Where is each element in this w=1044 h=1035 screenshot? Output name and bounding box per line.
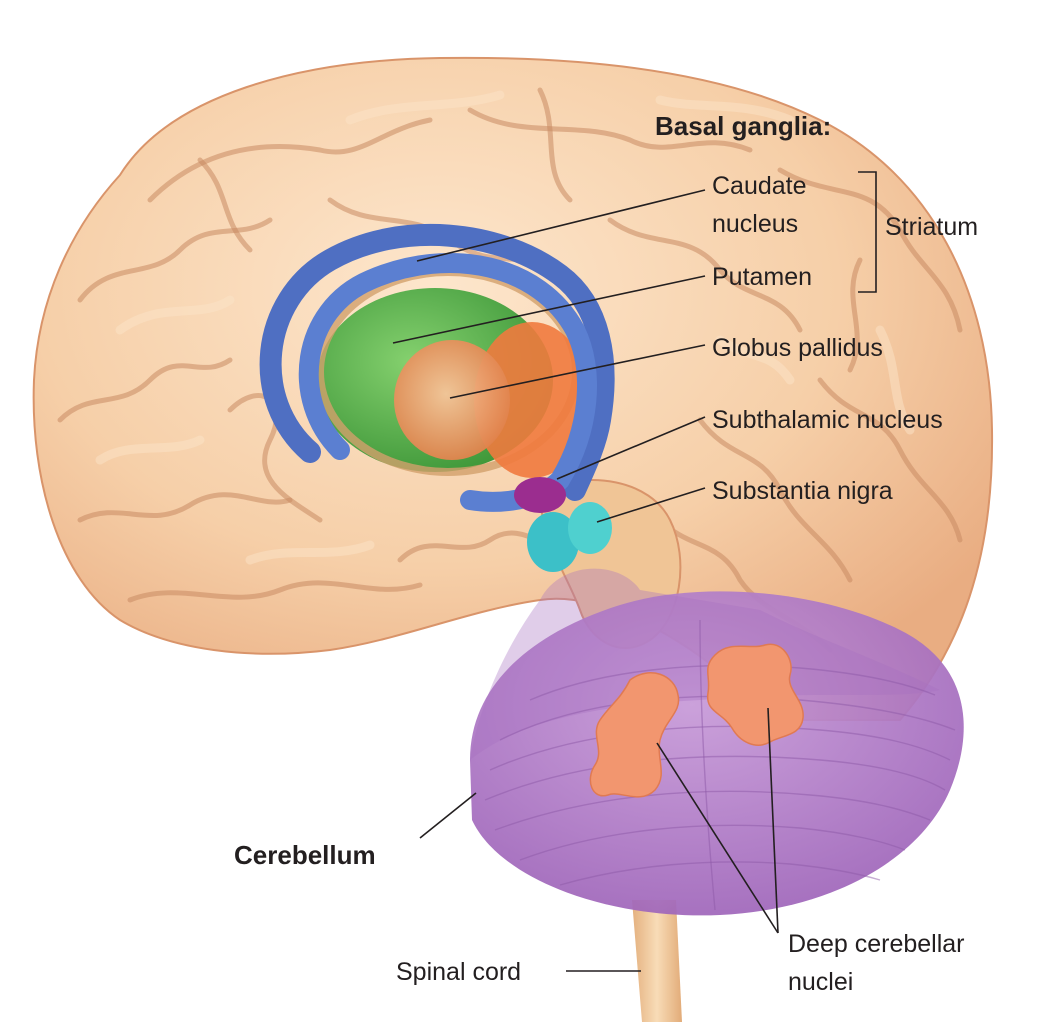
label-deep-cerebellar-line1: Deep cerebellar bbox=[788, 930, 965, 958]
leader-putamen bbox=[392, 275, 706, 344]
label-substantia-nigra: Substantia nigra bbox=[712, 477, 893, 505]
label-caudate-line2: nucleus bbox=[712, 210, 798, 238]
label-striatum: Striatum bbox=[885, 213, 978, 241]
leader-deep-left bbox=[656, 742, 779, 934]
subthalamic-nucleus-shape bbox=[514, 477, 566, 513]
title-basal-ganglia: Basal ganglia: bbox=[655, 111, 831, 141]
label-subthalamic-nucleus: Subthalamic nucleus bbox=[712, 406, 943, 434]
label-deep-cerebellar-line2: nuclei bbox=[788, 968, 853, 996]
basal-ganglia bbox=[259, 223, 615, 572]
deep-nucleus-left bbox=[589, 672, 680, 798]
label-cerebellum: Cerebellum bbox=[234, 840, 376, 870]
leader-caudate bbox=[416, 189, 706, 262]
leader-subthalamic bbox=[556, 416, 706, 480]
label-putamen: Putamen bbox=[712, 263, 812, 291]
label-spinal-cord: Spinal cord bbox=[396, 958, 521, 986]
globus-pallidus-shape bbox=[474, 322, 590, 478]
cerebellum-tentorium bbox=[470, 568, 940, 760]
leader-lines bbox=[392, 171, 877, 972]
caudate-nucleus-outer bbox=[259, 223, 615, 501]
label-caudate-line1: Caudate bbox=[712, 172, 807, 200]
substantia-nigra-left bbox=[527, 512, 579, 572]
striatum-bracket bbox=[858, 171, 877, 293]
cerebellum bbox=[470, 568, 964, 916]
label-globus-pallidus: Globus pallidus bbox=[712, 334, 883, 362]
leader-substantia-nigra bbox=[596, 487, 706, 523]
deep-cerebellar-nuclei bbox=[589, 643, 804, 798]
globus-pallidus-core bbox=[394, 340, 510, 460]
leader-deep-right bbox=[767, 707, 779, 934]
leader-cerebellum bbox=[419, 792, 477, 839]
labels: Basal ganglia: Caudate nucleus Striatum … bbox=[234, 111, 978, 996]
deep-nucleus-right bbox=[707, 643, 804, 746]
substantia-nigra-right bbox=[568, 502, 612, 554]
spinal-cord-shape bbox=[632, 900, 682, 1022]
leader-globus-pallidus bbox=[449, 344, 706, 399]
